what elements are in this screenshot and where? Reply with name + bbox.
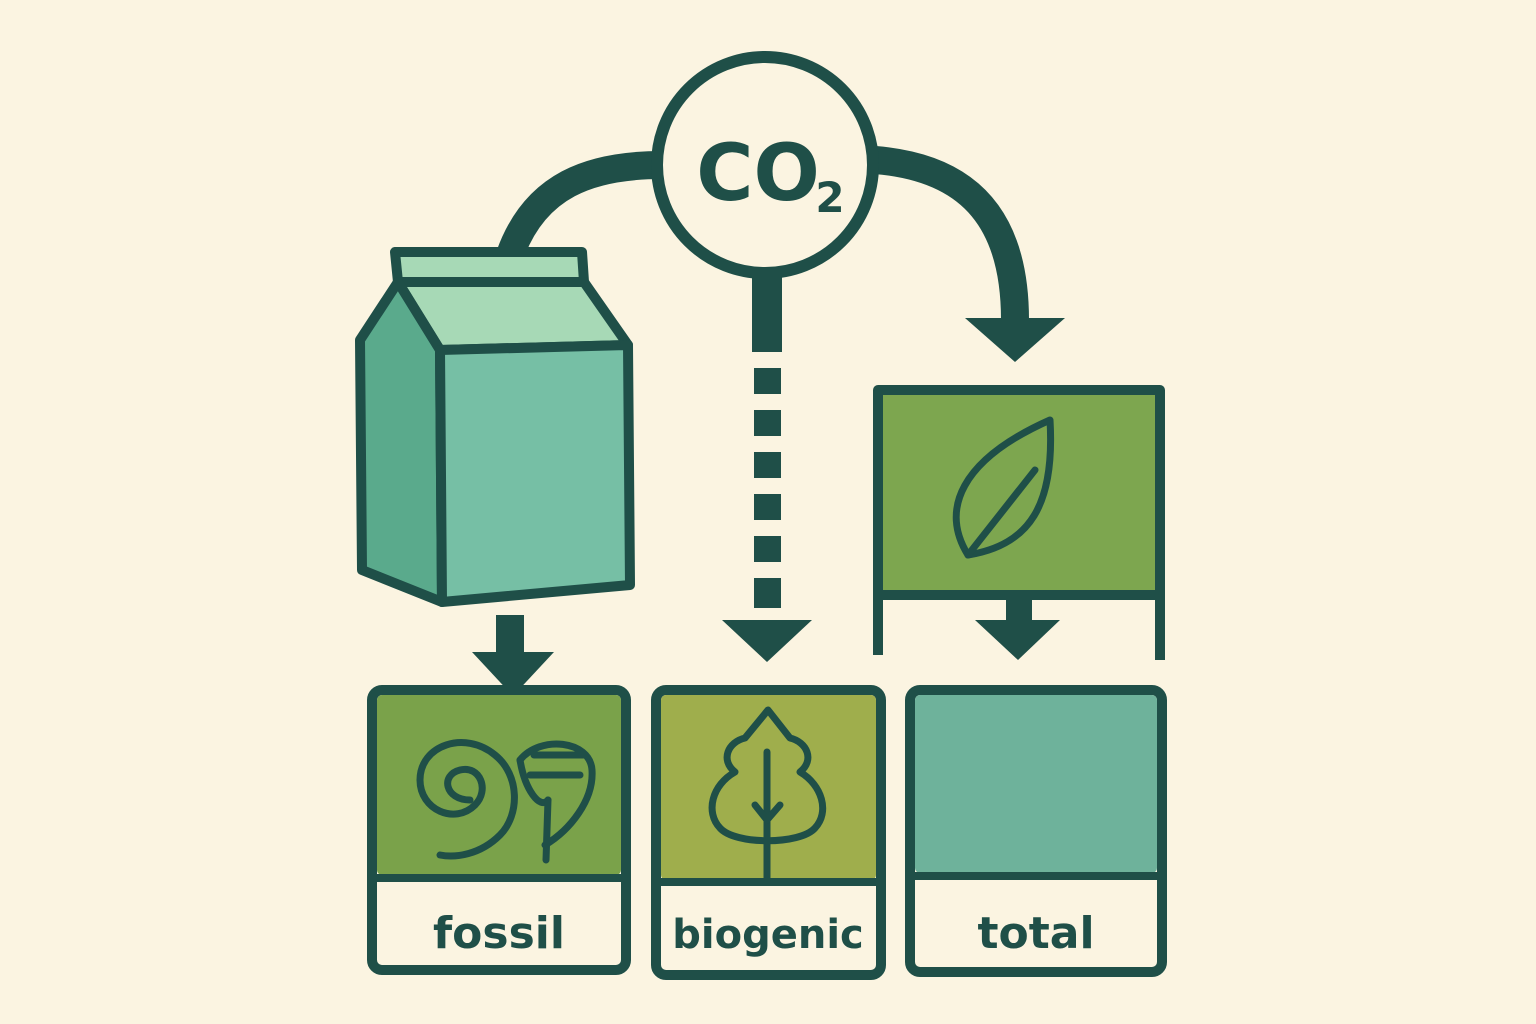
co2-node: CO 2 <box>651 51 879 279</box>
carton-icon <box>355 247 635 607</box>
arrow-co2-to-total-curve <box>873 146 1029 321</box>
arrow-co2-to-total-head <box>965 318 1065 362</box>
card-total-swatch <box>915 695 1157 873</box>
fossil-spiral-icon <box>416 739 596 864</box>
co2-subscript: 2 <box>815 173 844 222</box>
co2-label: CO <box>696 129 820 219</box>
card-biogenic-label: biogenic <box>672 912 863 958</box>
card-total-label: total <box>977 908 1094 959</box>
leaf-icon <box>952 416 1055 559</box>
arrow-carton-to-fossil <box>472 615 554 696</box>
arrow-co2-to-carton <box>496 151 663 261</box>
tree-icon <box>708 706 827 884</box>
card-fossil: fossil <box>367 685 631 975</box>
card-fossil-label: fossil <box>433 908 565 959</box>
card-total: total <box>905 685 1167 977</box>
arrow-leaf-to-total <box>975 595 1060 660</box>
arrow-co2-to-biogenic <box>722 272 812 662</box>
card-biogenic: biogenic <box>651 685 886 980</box>
card-fossil-swatch <box>377 695 621 875</box>
